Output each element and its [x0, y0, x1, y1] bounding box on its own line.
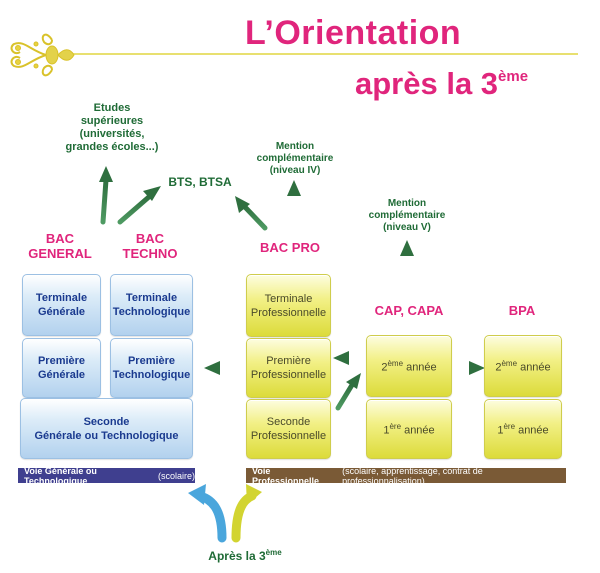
bac-techno-line-2: TECHNO: [122, 246, 178, 261]
box-bpa-2eme-annee: 2ème année: [484, 335, 562, 397]
bac-general-line-1: BAC: [45, 231, 75, 246]
terminale-generale-line-1: Terminale: [35, 292, 88, 304]
voie-pro-title: Voie Professionnelle: [252, 465, 320, 486]
bpa2-num: 2: [495, 361, 502, 374]
arrow-etudes-from-techno: [117, 186, 161, 225]
voie-pro-note: (scolaire, apprentissage, contrat de pro…: [342, 465, 483, 486]
cap2-sup: ème: [387, 359, 404, 369]
cap2-num: 2: [381, 361, 388, 374]
arrow-cap-to-bpa: [452, 361, 485, 375]
terminale-pro-line-2: Professionnelle: [250, 306, 327, 319]
etudes-line-3: (universités,: [79, 128, 145, 140]
outcome-mention-niveau-4: Mention complémentaire (niveau IV): [245, 141, 345, 177]
footer-text: Après la 3: [208, 549, 266, 563]
terminale-pro-line-1: Terminale: [264, 292, 313, 305]
arrow-bts-from-pro: [235, 196, 268, 231]
box-bpa-1ere-annee: 1ère année: [484, 399, 562, 459]
cap1-num: 1: [383, 424, 390, 437]
bpa1-num: 1: [497, 424, 504, 437]
etudes-line-4: grandes écoles...): [65, 141, 159, 153]
terminale-generale-line-2: Générale: [37, 306, 86, 318]
fleur-ornament-icon: [10, 33, 75, 77]
premiere-techno-line-2: Technologique: [112, 369, 191, 381]
subtitle-sup: ème: [498, 68, 529, 85]
arrow-mention4-from-pro: [287, 180, 301, 228]
mention4-line-2: complémentaire: [256, 153, 334, 164]
bpa2-sup: ème: [501, 359, 518, 369]
outcome-mention-niveau-5: Mention complémentaire (niveau V): [357, 198, 457, 234]
terminale-techno-line-1: Terminale: [125, 292, 178, 304]
mention5-line-1: Mention: [387, 198, 427, 209]
bpa1-rest: année: [515, 424, 549, 437]
label-bac-general: BAC GENERAL: [22, 231, 98, 261]
bac-general-line-2: GENERAL: [28, 246, 92, 261]
label-bac-pro: BAC PRO: [260, 240, 320, 255]
seconde-pro-line-1: Seconde: [266, 416, 311, 428]
label-cap-capa: CAP, CAPA: [374, 303, 444, 318]
cap1-sup: ère: [389, 422, 402, 432]
bpa2-rest: année: [517, 361, 551, 374]
arrow-etudes-from-general: [99, 166, 113, 225]
footer-sup: ème: [265, 548, 282, 557]
premiere-techno-line-1: Première: [127, 355, 176, 367]
outcome-etudes-superieures: Etudes supérieures (universités, grandes…: [52, 102, 172, 154]
seconde-gt-line-2: Générale ou Technologique: [34, 429, 179, 442]
terminale-techno-line-2: Technologique: [112, 306, 191, 318]
outcome-bts: BTS, BTSA: [168, 175, 232, 189]
mention4-line-1: Mention: [275, 141, 315, 152]
arrow-cap-to-premiere-pro: [333, 351, 365, 365]
arrow-mention5-from-cap: [400, 240, 414, 291]
label-bpa: BPA: [508, 303, 536, 318]
entry-arrow-pro: [231, 484, 262, 543]
arrow-pro-to-techno: [204, 361, 245, 375]
mention4-line-3: (niveau IV): [269, 165, 321, 176]
voie-generale-bar: Voie Générale ou Technologique (scolaire): [18, 465, 195, 486]
entry-arrow-generale: [188, 484, 227, 543]
box-cap-2eme-annee: 2ème année: [366, 335, 452, 397]
cap1-rest: année: [401, 424, 435, 437]
etudes-line-2: supérieures: [80, 115, 144, 127]
bpa1-sup: ère: [503, 422, 516, 432]
premiere-pro-line-2: Professionnelle: [250, 369, 327, 381]
etudes-line-1: Etudes: [93, 102, 131, 114]
seconde-pro-line-2: Professionnelle: [250, 430, 327, 442]
cap2-rest: année: [403, 361, 437, 374]
voie-generale-note: (scolaire): [157, 470, 195, 481]
premiere-generale-line-1: Première: [37, 355, 86, 367]
label-bac-techno: BAC TECHNO: [112, 231, 188, 261]
page-title: L’Orientation: [245, 14, 462, 52]
mention5-line-2: complémentaire: [368, 210, 446, 221]
arrow-cap-to-seconde-pro: [335, 373, 361, 411]
subtitle-text: après la 3: [355, 66, 499, 101]
seconde-gt-line-1: Seconde: [83, 415, 130, 428]
premiere-pro-line-1: Première: [266, 355, 311, 367]
box-cap-1ere-annee: 1ère année: [366, 399, 452, 459]
premiere-generale-line-2: Générale: [37, 369, 86, 381]
bac-techno-line-1: BAC: [135, 231, 165, 246]
mention5-line-3: (niveau V): [383, 222, 431, 233]
voie-generale-title: Voie Générale ou Technologique: [24, 465, 97, 486]
page-subtitle: après la 3ème: [355, 66, 528, 102]
voie-professionnelle-bar: Voie Professionnelle (scolaire, apprentis…: [246, 465, 566, 486]
footer-label: Après la 3ème: [180, 548, 310, 563]
